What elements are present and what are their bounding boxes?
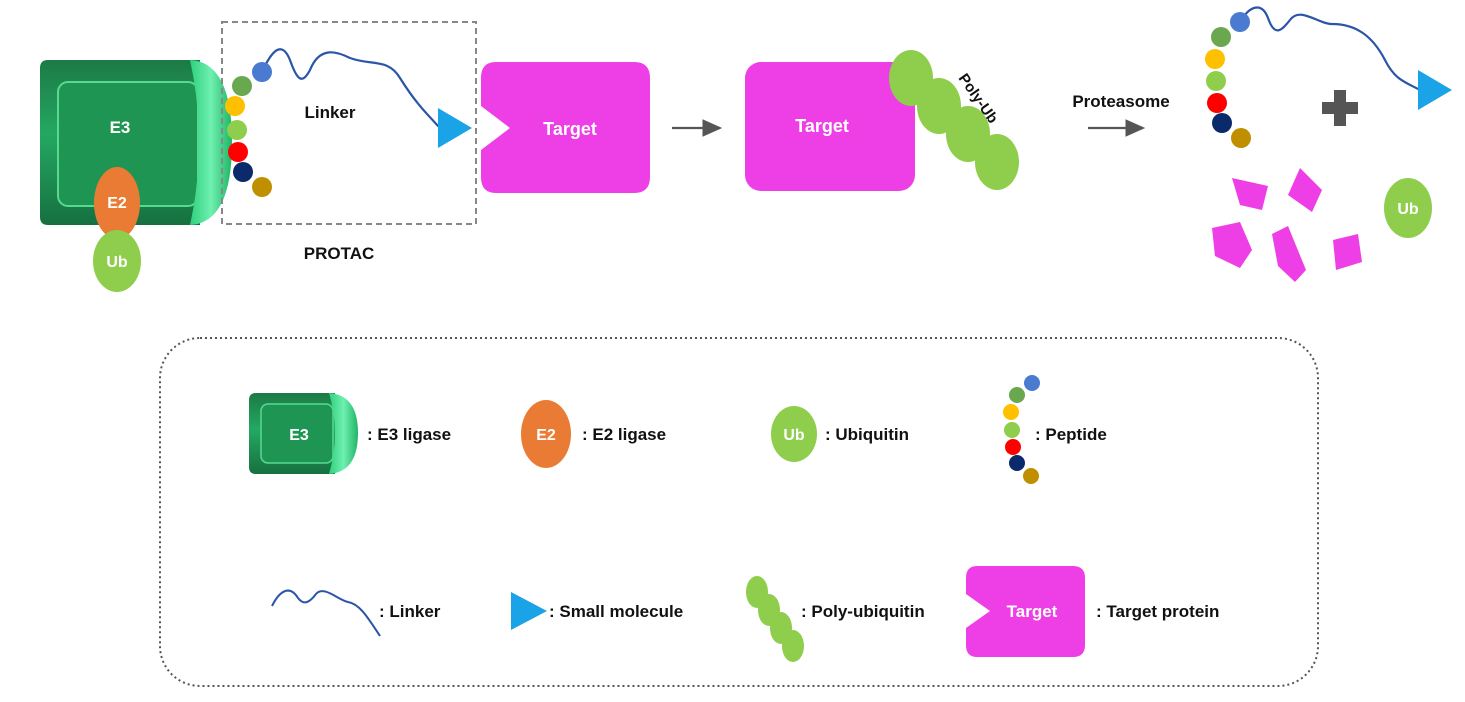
released-small-molecule [1418, 70, 1452, 110]
released-linker-line [1239, 6, 1421, 91]
legend-e3-label: E3 [289, 427, 309, 444]
legend-polyub-text: : Poly-ubiquitin [801, 602, 925, 621]
legend-peptide-text: : Peptide [1035, 425, 1107, 444]
legend-e2-icon: E2 [521, 400, 571, 468]
peptide [225, 62, 272, 197]
e2-ligase: E2 [94, 167, 140, 239]
e3-label: E3 [110, 118, 131, 137]
degraded-target-fragments [1212, 168, 1362, 282]
target-label: Target [543, 119, 597, 139]
linker-label: Linker [304, 103, 355, 122]
legend-small-molecule-icon [511, 592, 547, 630]
legend-target-text: : Target protein [1096, 602, 1219, 621]
protac-label: PROTAC [304, 244, 375, 263]
legend-target-icon: Target [966, 566, 1085, 657]
legend-polyub-icon [746, 576, 804, 662]
poly-ubiquitin-chain [889, 50, 1019, 190]
legend-small-molecule-text: : Small molecule [549, 602, 683, 621]
legend-ub-text: : Ubiquitin [825, 425, 909, 444]
proteasome-label: Proteasome [1072, 92, 1169, 111]
legend-ub-icon: Ub [771, 406, 817, 462]
legend-box [159, 337, 1319, 687]
small-molecule [438, 108, 472, 148]
legend-target-label: Target [1007, 602, 1058, 621]
legend-ub-label: Ub [783, 427, 805, 444]
target-protein: Target [481, 62, 650, 193]
legend-e3-text: : E3 ligase [367, 425, 451, 444]
plus-icon [1322, 90, 1358, 126]
released-peptide [1205, 12, 1251, 148]
ubiquitinated-target: Target Poly-Ub [745, 50, 1019, 191]
e2-label: E2 [107, 195, 127, 212]
linker-line [260, 48, 441, 129]
legend-peptide-icon [1003, 375, 1040, 484]
protac-box [221, 21, 477, 225]
released-ubiquitin: Ub [1384, 178, 1432, 238]
ub-label: Ub [106, 254, 128, 271]
legend-linker-text: : Linker [379, 602, 441, 621]
ub-free-label: Ub [1397, 201, 1419, 218]
target2-label: Target [795, 116, 849, 136]
legend-e2-text: : E2 ligase [582, 425, 666, 444]
ubiquitin: Ub [93, 230, 141, 292]
legend-linker-icon [271, 589, 381, 637]
legend-e3-icon: E3 [249, 393, 358, 474]
legend-e2-label: E2 [536, 427, 556, 444]
